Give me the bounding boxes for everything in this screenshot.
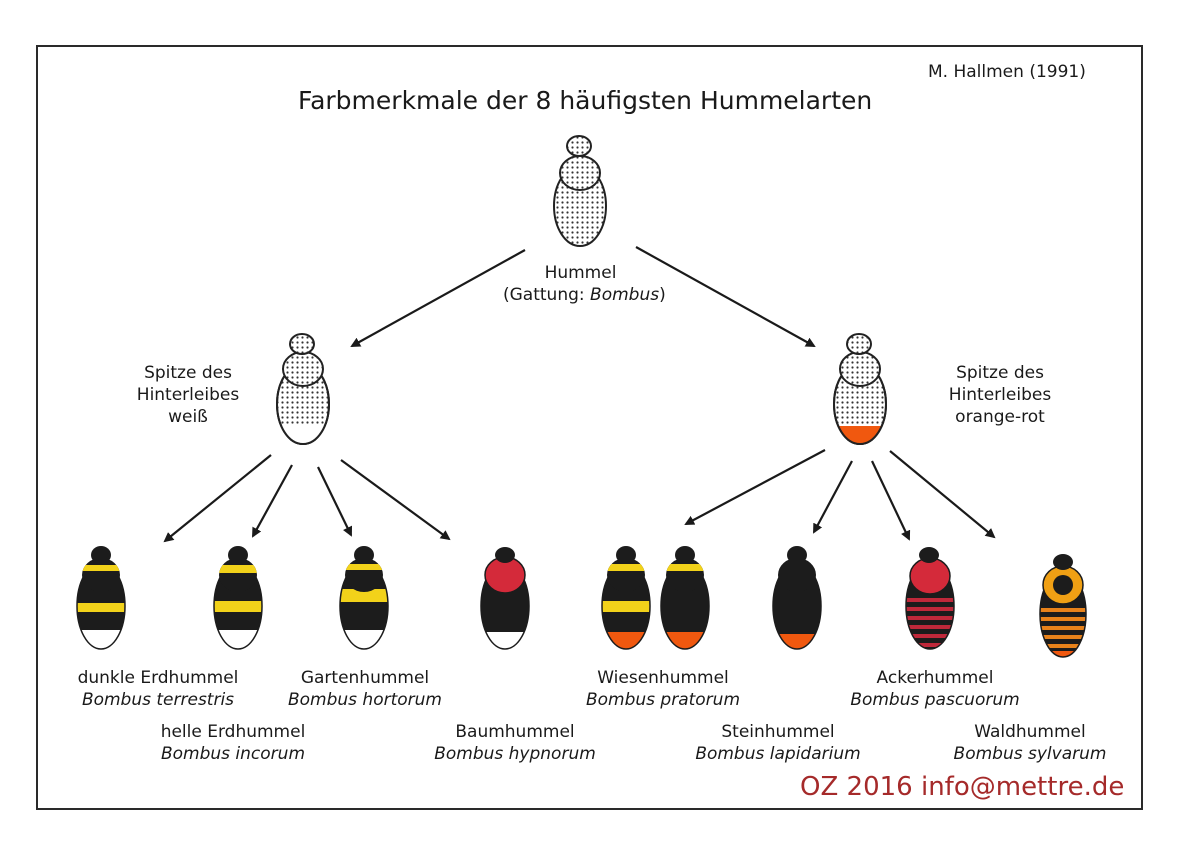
branch-right-line3: orange-rot <box>955 407 1045 427</box>
species-label-3: Gartenhummel Bombus hortorum <box>287 668 442 710</box>
root-label: Hummel (Gattung: Bombus) <box>503 262 666 306</box>
branch-right-label: Spitze des Hinterleibes orange-rot <box>930 362 1070 428</box>
species-label-8: Waldhummel Bombus sylvarum <box>953 722 1107 764</box>
arrow-left-s2 <box>252 464 293 538</box>
bee-icon-orange-tip <box>833 333 887 445</box>
arrow-right-s8 <box>889 450 996 539</box>
species-label-6: Steinhummel Bombus lapidarium <box>695 722 861 764</box>
arrow-root-left <box>350 249 526 347</box>
root-name: Hummel <box>544 263 617 283</box>
arrow-left-s4 <box>340 459 451 541</box>
page-title: Farbmerkmale der 8 häufigsten Hummelarte… <box>298 86 873 115</box>
species-label-7: Ackerhummel Bombus pascuorum <box>850 668 1020 710</box>
tree-arrows <box>163 246 996 543</box>
bee-icon-baumhummel <box>480 547 530 650</box>
species-label-5: Wiesenhummel Bombus pratorum <box>585 668 741 710</box>
arrow-left-s1 <box>163 454 272 543</box>
branch-right-line2: Hinterleibes <box>948 385 1052 405</box>
branch-left-label: Spitze des Hinterleibes weiß <box>118 362 258 428</box>
bee-icon-dunkle-erdhummel <box>76 546 126 650</box>
bee-icon-waldhummel <box>1039 554 1087 658</box>
branch-left-line2: Hinterleibes <box>136 385 240 405</box>
bee-icon-white-tip <box>276 333 330 445</box>
arrow-left-s3 <box>317 466 353 537</box>
arrow-right-s6 <box>813 460 853 534</box>
branch-right-line1: Spitze des <box>956 363 1044 383</box>
bee-icon-wiesenhummel-b <box>660 546 710 650</box>
arrow-root-right <box>635 246 816 347</box>
bee-icon-ackerhummel <box>905 547 955 650</box>
bee-icon-wiesenhummel-a <box>601 546 651 650</box>
footer-copyright: OZ 2016 info@mettre.de <box>800 772 1125 802</box>
branch-left-line3: weiß <box>168 407 208 427</box>
species-label-4: Baumhummel Bombus hypnorum <box>434 722 596 764</box>
arrow-right-s7 <box>871 460 911 541</box>
species-label-1: dunkle Erdhummel Bombus terrestris <box>77 668 239 710</box>
root-genus: (Gattung: Bombus) <box>503 285 666 305</box>
arrow-right-s5 <box>684 449 826 525</box>
species-label-2: helle Erdhummel Bombus incorum <box>160 722 306 764</box>
credit-author: M. Hallmen (1991) <box>928 62 1086 82</box>
bee-icon-genus <box>553 135 607 247</box>
bee-icon-helle-erdhummel <box>213 546 263 650</box>
bee-icon-gartenhummel <box>339 546 389 650</box>
bee-icon-steinhummel <box>772 546 822 650</box>
branch-left-line1: Spitze des <box>144 363 232 383</box>
